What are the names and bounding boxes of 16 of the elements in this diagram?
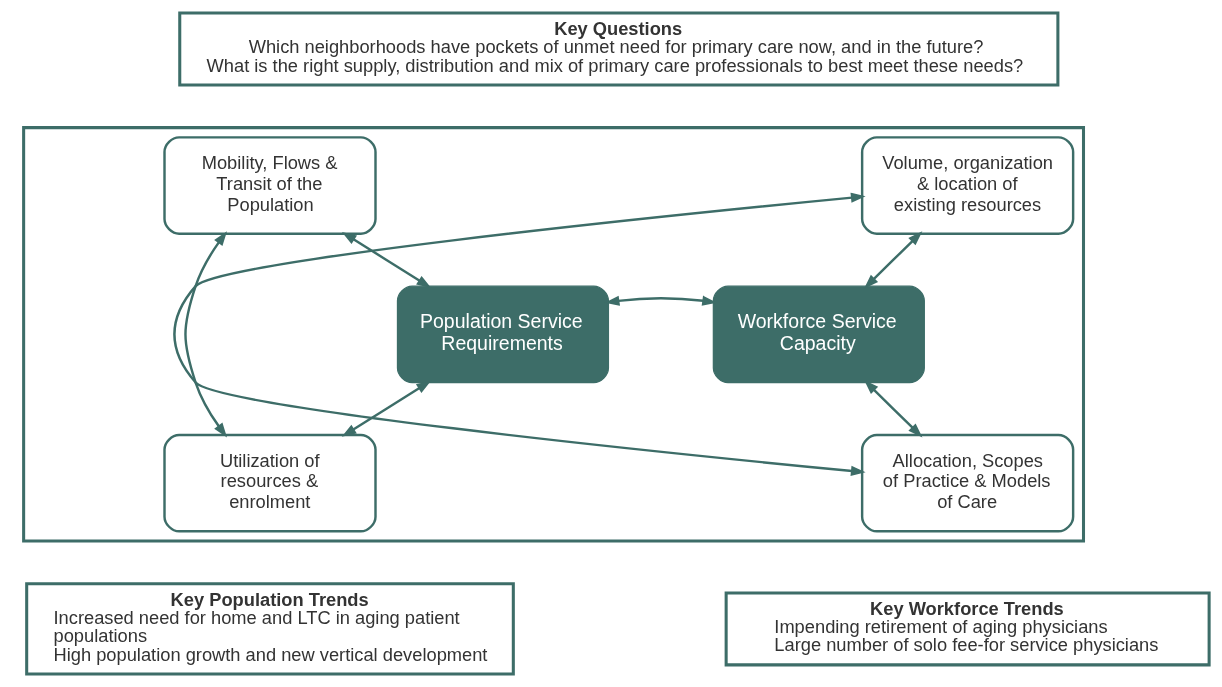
node-box: Key Population Trends Increased need for home and LTC in aging patient populations High population growth and new vertical development: [24, 582, 515, 676]
arrow: [183, 231, 227, 438]
arrow: [341, 231, 431, 289]
arrow: [863, 231, 922, 289]
arrow: [863, 380, 922, 438]
node-box: Allocation, Scopes of Practice & Models of Care: [860, 433, 1074, 533]
node-box: Mobility, Flows & Transit of the Population: [162, 136, 377, 235]
arrow: [341, 380, 431, 437]
node-box: Utilization of resources & enrolment: [162, 433, 377, 533]
node-box: Population Service Requirements: [396, 285, 609, 384]
node-box: Volume, organization & location of existing resources: [860, 136, 1074, 235]
node-box: Workforce Service Capacity: [712, 285, 925, 384]
cluster: [21, 126, 1085, 543]
arrow: [173, 192, 866, 477]
node-box: Key Workforce Trends Impending retirement of aging physicians Large number of solo fee-for service physicians: [724, 591, 1211, 667]
node-box: Key Questions Which neighborhoods have pockets of unmet need for primary care now, and in the future? What is the right supply, distribution and mix of primary care professionals to best meet these needs?: [177, 11, 1059, 87]
